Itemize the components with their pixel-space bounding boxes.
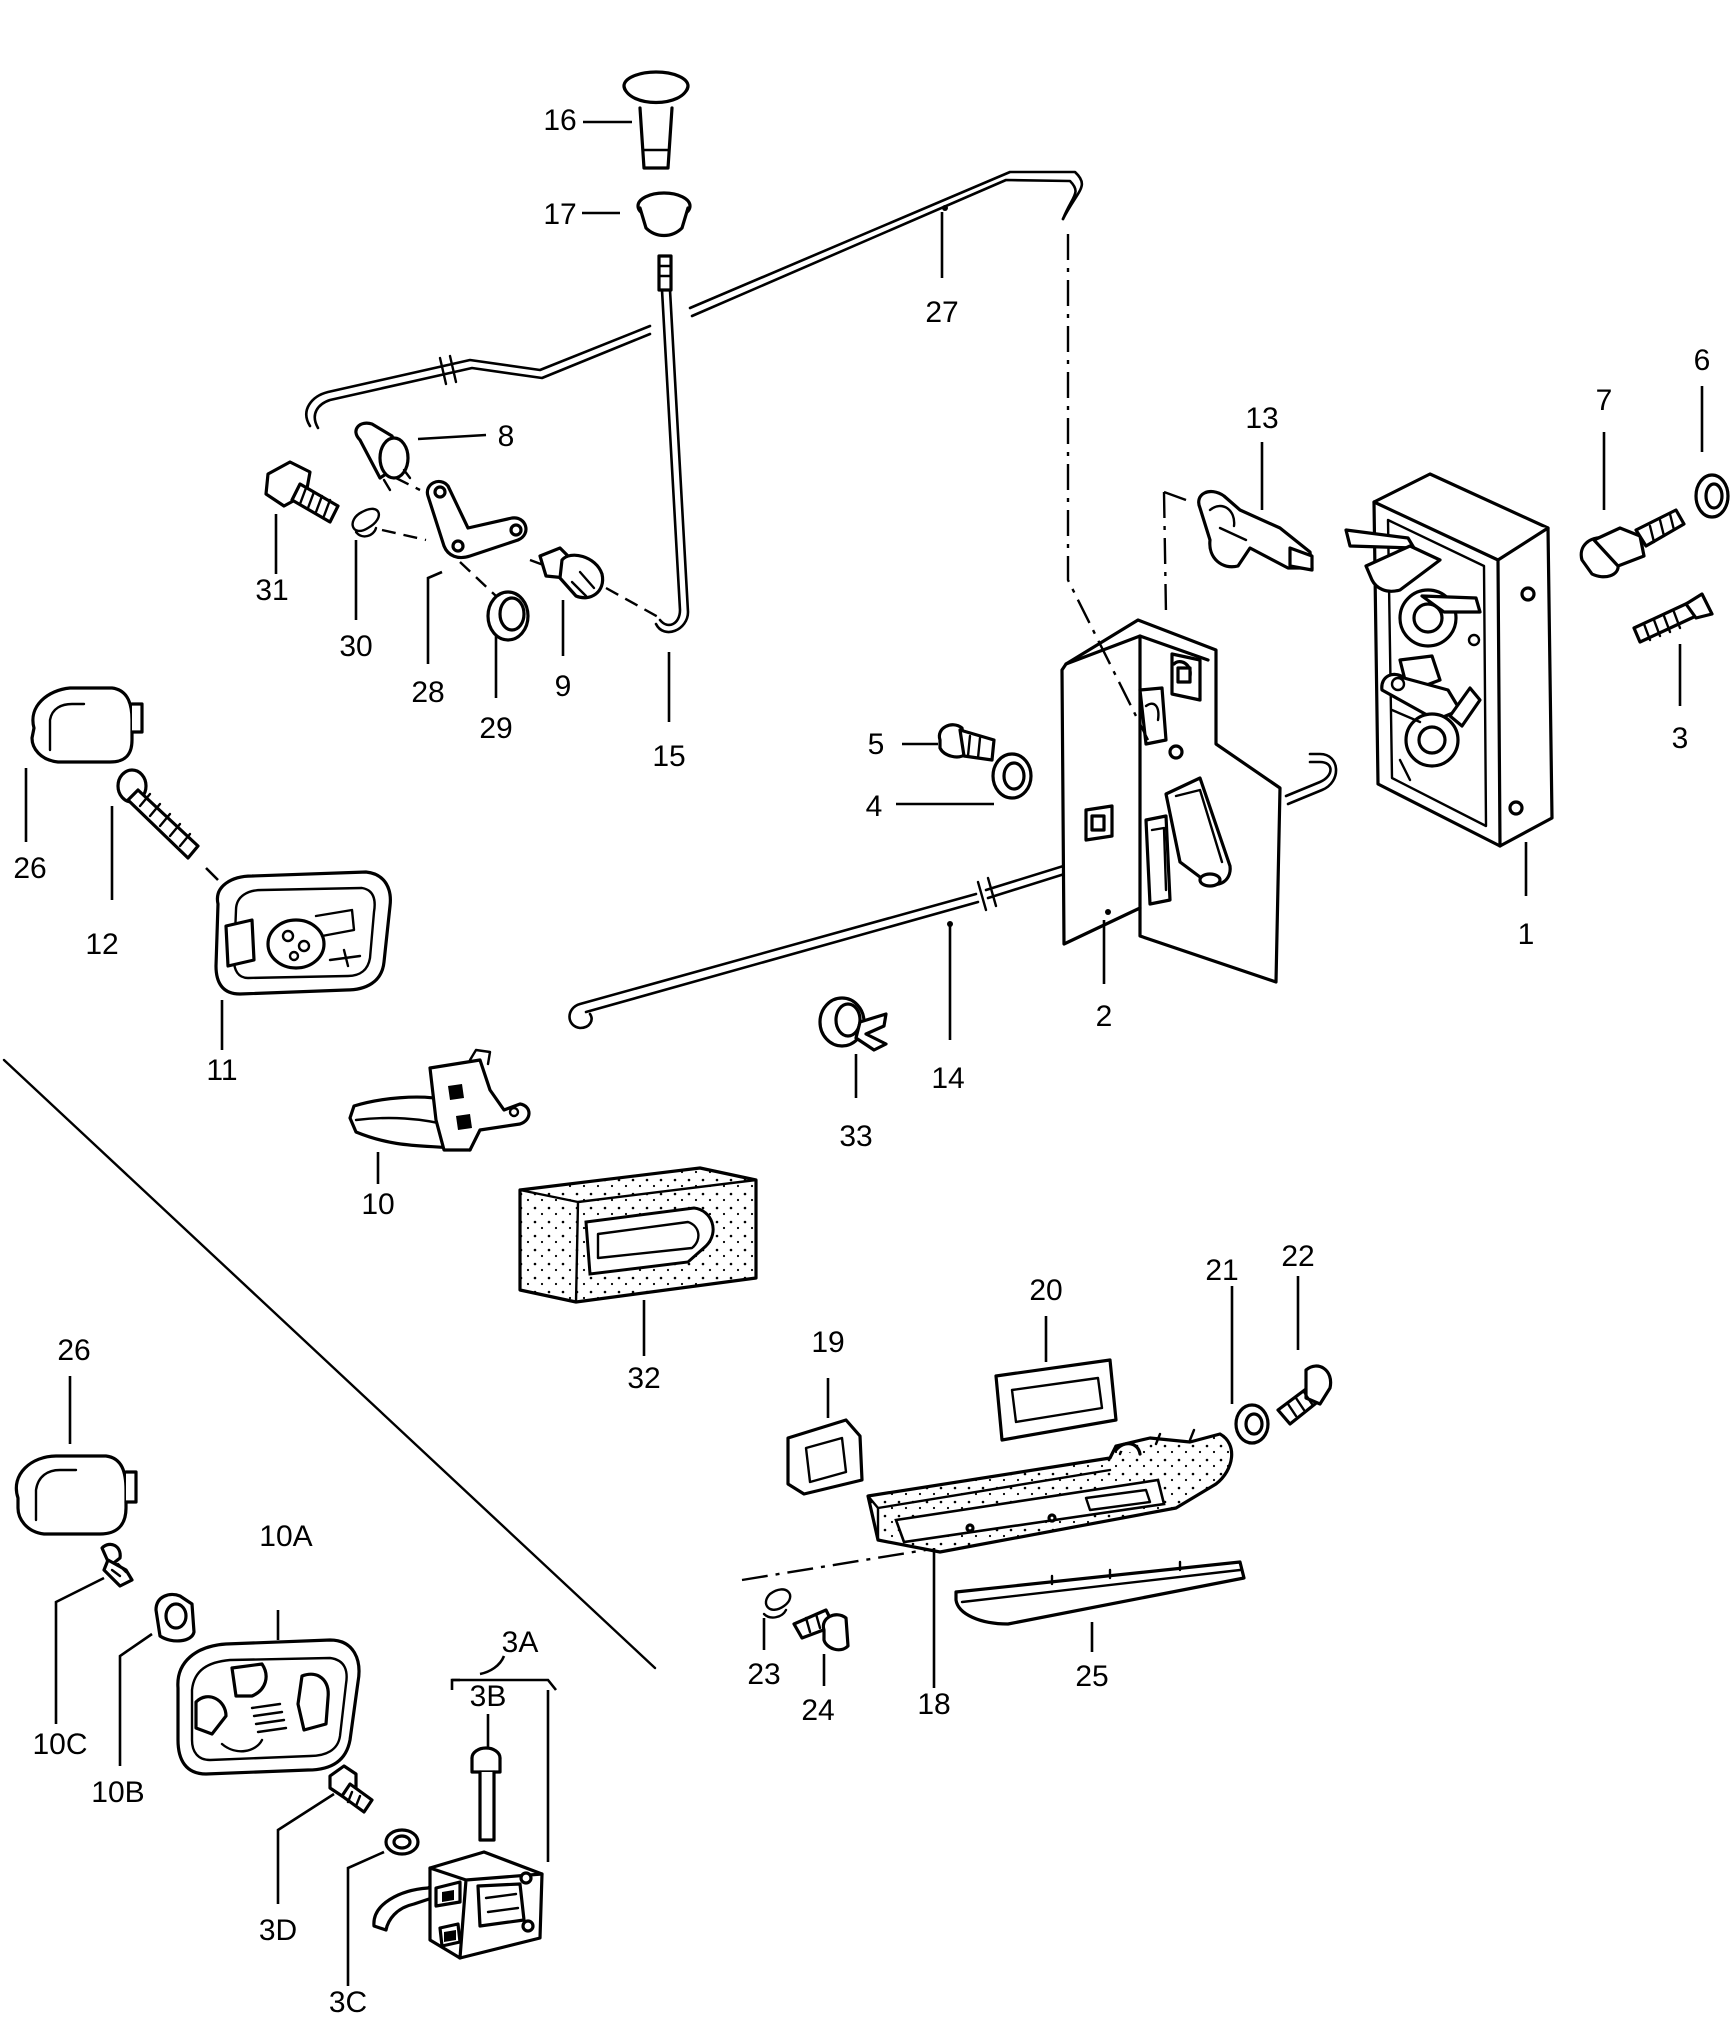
- label-part-19: 19: [811, 1326, 844, 1359]
- part-27-rod: [305, 170, 1084, 430]
- part-12-screw: [116, 768, 200, 860]
- label-part-3: 3: [1672, 722, 1689, 755]
- part-23-clip: [762, 1588, 792, 1619]
- label-part-21: 21: [1205, 1254, 1238, 1287]
- part-3d-screw: [328, 1764, 374, 1814]
- part-20-seal: [994, 1358, 1118, 1442]
- part-labels: 16 17 27 8 31 30 28 29 9 15 13 7 6 3 1 5…: [13, 104, 1710, 2017]
- label-part-29: 29: [479, 712, 512, 745]
- label-part-30: 30: [339, 630, 372, 663]
- label-part-3b: 3B: [470, 1680, 507, 1713]
- part-3c-washer: [384, 1828, 420, 1856]
- label-part-12: 12: [85, 928, 118, 961]
- part-21-washer: [1234, 1403, 1270, 1445]
- label-part-2: 2: [1096, 1000, 1113, 1033]
- part-24-screw: [792, 1608, 850, 1652]
- label-part-31: 31: [255, 574, 288, 607]
- part-15-lock-rod: [654, 254, 690, 634]
- part-33-clip: [818, 996, 888, 1052]
- part-30-clip: [351, 507, 380, 538]
- part-10a-handle-housing: [176, 1638, 361, 1776]
- label-part-22: 22: [1281, 1240, 1314, 1273]
- part-31-bolt: [264, 460, 340, 524]
- part-10b-bushing: [154, 1592, 196, 1643]
- part-8-clip: [354, 421, 412, 492]
- part-5-bolt: [937, 723, 996, 762]
- label-part-15: 15: [652, 740, 685, 773]
- label-part-11: 11: [206, 1054, 237, 1087]
- label-part-10b: 10B: [91, 1776, 144, 1809]
- label-part-33: 33: [839, 1120, 872, 1153]
- part-1-lock-housing: [1344, 472, 1554, 848]
- label-part-13: 13: [1245, 402, 1278, 435]
- label-part-3d: 3D: [259, 1914, 297, 1947]
- part-17-grommet: [636, 191, 692, 238]
- part-6-washer: [1694, 473, 1730, 519]
- label-part-1: 1: [1518, 918, 1535, 951]
- part-19-seal: [786, 1418, 864, 1496]
- part-3-screw: [1632, 592, 1714, 644]
- part-18-outer-handle: [866, 1428, 1234, 1554]
- part-3a-lever-assembly: [372, 1850, 544, 1960]
- label-part-20: 20: [1029, 1274, 1062, 1307]
- part-10c-screw: [100, 1542, 134, 1588]
- label-part-8: 8: [498, 420, 515, 453]
- section-divider-line: [2, 1058, 657, 1670]
- part-4-washer: [991, 752, 1033, 800]
- label-part-10c: 10C: [32, 1728, 87, 1761]
- part-26-cap-upper: [30, 686, 144, 764]
- part-26-cap-lower: [14, 1454, 138, 1536]
- label-part-14: 14: [931, 1062, 964, 1095]
- part-25-trim-strip: [954, 1560, 1246, 1626]
- label-part-18: 18: [917, 1688, 950, 1721]
- label-part-4: 4: [866, 790, 883, 823]
- part-10-inner-lever: [348, 1048, 531, 1152]
- label-part-6: 6: [1694, 344, 1711, 377]
- part-7-stud: [1579, 508, 1686, 579]
- label-part-25: 25: [1075, 1660, 1108, 1693]
- label-part-10: 10: [361, 1188, 394, 1221]
- label-part-26-upper: 26: [13, 852, 46, 885]
- label-part-24: 24: [801, 1694, 834, 1727]
- label-part-10a: 10A: [259, 1520, 312, 1553]
- label-part-3c: 3C: [329, 1986, 367, 2017]
- label-part-17: 17: [543, 198, 576, 231]
- label-part-9: 9: [555, 670, 572, 703]
- label-part-32: 32: [627, 1362, 660, 1395]
- label-part-28: 28: [411, 676, 444, 709]
- label-part-3a: 3A: [502, 1626, 539, 1659]
- label-part-26-lower: 26: [57, 1334, 90, 1367]
- label-part-27: 27: [925, 296, 958, 329]
- part-14-rod: [568, 834, 1162, 1030]
- label-part-16: 16: [543, 104, 576, 137]
- part-9-clip: [538, 546, 605, 600]
- part-11-handle-housing: [214, 870, 392, 996]
- part-3b-pin: [470, 1746, 502, 1842]
- part-2-bracket-plate: [1060, 618, 1282, 984]
- label-part-7: 7: [1596, 384, 1613, 417]
- part-16-lock-knob: [622, 70, 690, 170]
- part-28-lever: [425, 480, 528, 560]
- label-part-23: 23: [747, 1658, 780, 1691]
- part-29-bushing: [486, 590, 530, 642]
- label-part-5: 5: [868, 728, 885, 761]
- part-22-screw: [1276, 1364, 1333, 1426]
- part-13-lever: [1197, 490, 1314, 572]
- part-32-foam-pad: [518, 1166, 758, 1304]
- leader-lines: [24, 120, 1704, 1986]
